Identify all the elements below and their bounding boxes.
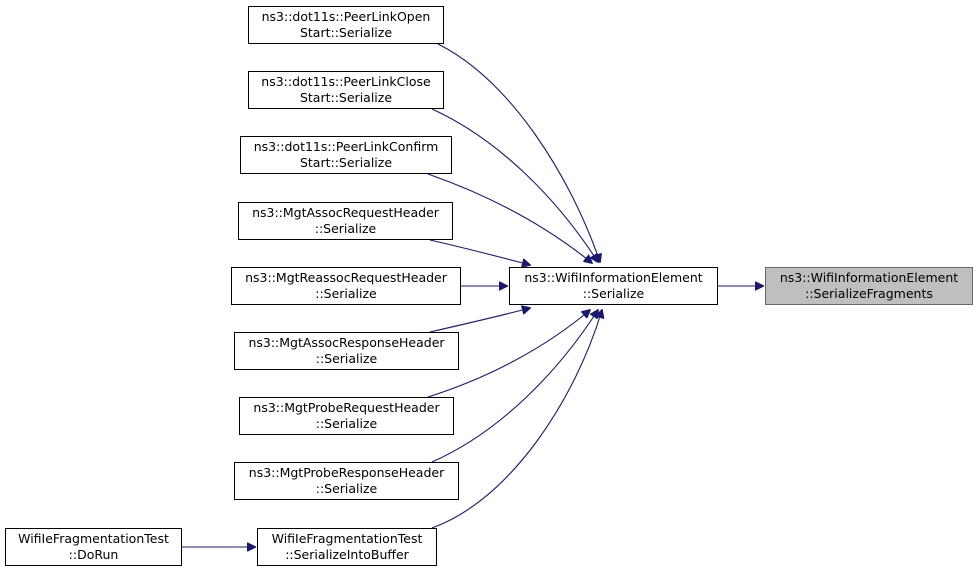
node-label-line: ::Serialize bbox=[315, 286, 377, 301]
node-label-line: WifiIeFragmentationTest bbox=[271, 531, 423, 546]
edge-mgt-probe-response-to-wifi-information-element-serialize bbox=[431, 310, 598, 463]
node-label-line: WifiIeFragmentationTest bbox=[18, 531, 169, 546]
edge-peer-link-open-to-wifi-information-element-serialize bbox=[437, 43, 600, 262]
node-label-line: ns3::dot11s::PeerLinkConfirm bbox=[253, 139, 439, 154]
node-label-line: ns3::MgtProbeResponseHeader bbox=[248, 465, 445, 480]
node-wifi-information-element-serialize[interactable]: ns3::WifiInformationElement::Serialize bbox=[509, 267, 718, 305]
node-label-line: Start::Serialize bbox=[299, 90, 393, 105]
node-label-line: ns3::WifiInformationElement bbox=[524, 270, 703, 285]
node-label-line: ns3::MgtProbeRequestHeader bbox=[253, 400, 440, 415]
node-label-line: ::Serialize bbox=[315, 416, 378, 431]
node-mgt-probe-request[interactable]: ns3::MgtProbeRequestHeader::Serialize bbox=[239, 397, 454, 435]
node-label-line: ::Serialize bbox=[315, 351, 378, 366]
node-label-line: Start::Serialize bbox=[299, 155, 393, 170]
node-label-line: ns3::MgtAssocRequestHeader bbox=[252, 205, 439, 220]
node-label-line: ns3::MgtReassocRequestHeader bbox=[245, 270, 447, 285]
edge-wifi-ie-frag-test-serialize-into-buffer-to-wifi-information-element-serialize bbox=[431, 310, 602, 529]
node-mgt-assoc-response[interactable]: ns3::MgtAssocResponseHeader::Serialize bbox=[234, 332, 459, 370]
node-label-line: ::Serialize bbox=[314, 221, 377, 236]
node-label-line: ns3::MgtAssocResponseHeader bbox=[248, 335, 445, 350]
edge-peer-link-close-to-wifi-information-element-serialize bbox=[431, 108, 598, 262]
node-label-line: ::SerializeIntoBuffer bbox=[285, 547, 409, 562]
node-label-line: Start::Serialize bbox=[299, 25, 393, 40]
node-wifi-ie-frag-test-dorun[interactable]: WifiIeFragmentationTest::DoRun bbox=[5, 528, 182, 566]
edge-peer-link-confirm-to-wifi-information-element-serialize bbox=[427, 173, 592, 263]
node-wifi-ie-frag-test-serialize-into-buffer[interactable]: WifiIeFragmentationTest::SerializeIntoBu… bbox=[257, 528, 437, 566]
edge-mgt-assoc-request-to-wifi-information-element-serialize bbox=[429, 239, 530, 265]
edge-mgt-assoc-response-to-wifi-information-element-serialize bbox=[429, 308, 530, 333]
node-label-line: ns3::dot11s::PeerLinkClose bbox=[261, 74, 431, 89]
node-label-line: ::Serialize bbox=[582, 286, 645, 301]
node-label-line: ns3::dot11s::PeerLinkOpen bbox=[261, 9, 431, 24]
node-label-line: ::Serialize bbox=[315, 481, 378, 496]
node-wifi-information-element-serialize-fragments: ns3::WifiInformationElement::SerializeFr… bbox=[765, 267, 973, 305]
node-label-line: ::DoRun bbox=[68, 547, 119, 562]
node-mgt-probe-response[interactable]: ns3::MgtProbeResponseHeader::Serialize bbox=[234, 462, 459, 500]
edge-mgt-probe-request-to-wifi-information-element-serialize bbox=[427, 310, 590, 398]
node-mgt-assoc-request[interactable]: ns3::MgtAssocRequestHeader::Serialize bbox=[238, 202, 453, 240]
node-label-line: ns3::WifiInformationElement bbox=[779, 270, 959, 285]
node-mgt-reassoc-request[interactable]: ns3::MgtReassocRequestHeader::Serialize bbox=[231, 267, 461, 305]
node-label-line: ::SerializeFragments bbox=[805, 286, 933, 301]
